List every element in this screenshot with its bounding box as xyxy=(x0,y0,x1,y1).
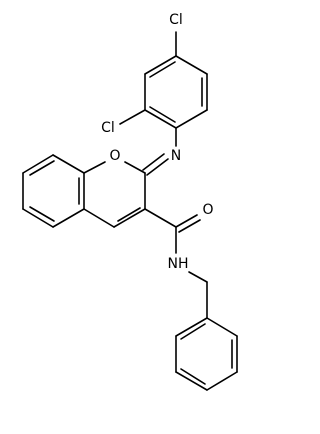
atom-label-imine-nitrogen: N xyxy=(171,148,181,164)
carbonyl-double-bond xyxy=(175,214,201,233)
pyran-ring xyxy=(83,161,146,228)
structure-diagram: Cl Cl O N O NH xyxy=(22,12,238,391)
bond-cl-left xyxy=(119,109,146,125)
atom-label-carbonyl-oxygen: O xyxy=(202,202,213,218)
atom-label-amide-nh: NH xyxy=(168,256,189,272)
dichlorophenyl-ring xyxy=(144,55,208,129)
benzo-ring xyxy=(22,154,85,228)
bond-nh-ch2 xyxy=(188,271,208,283)
atom-label-ring-oxygen: O xyxy=(109,148,120,164)
molecule-drawing: Cl Cl O N O NH xyxy=(22,12,238,391)
imine-double-bond xyxy=(142,153,169,176)
atom-label-cl-left: Cl xyxy=(101,120,115,136)
benzyl-phenyl-ring xyxy=(175,317,238,391)
bond-ring-carbonyl xyxy=(144,208,177,228)
atom-label-cl-top: Cl xyxy=(169,12,183,28)
